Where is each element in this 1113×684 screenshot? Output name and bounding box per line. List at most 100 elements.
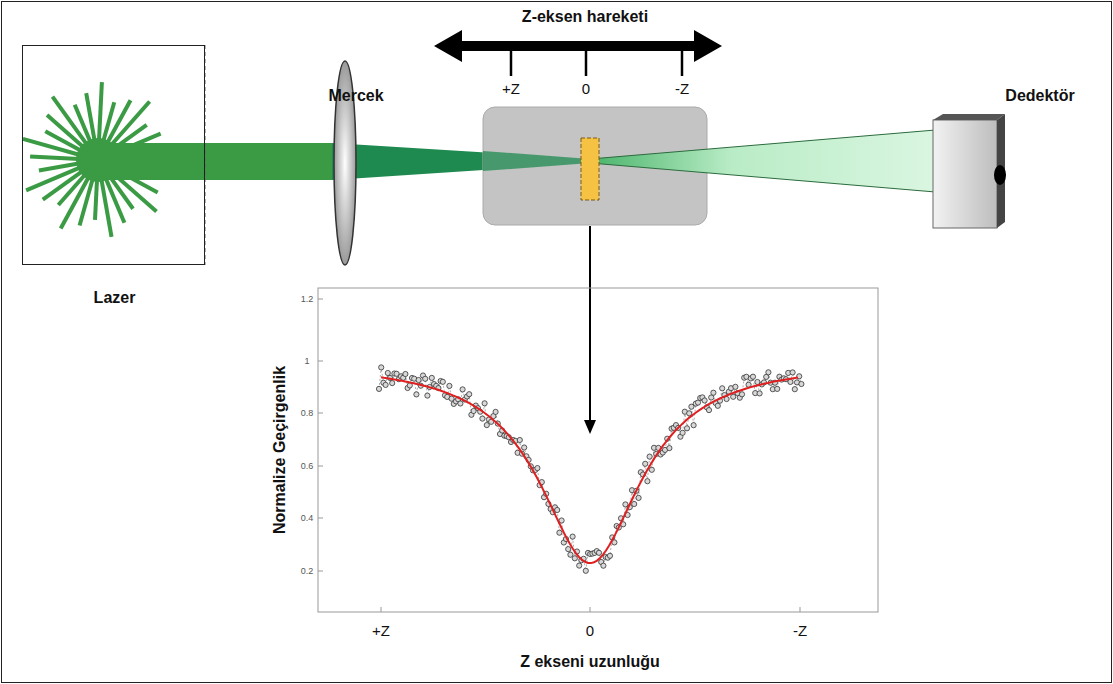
detector bbox=[933, 120, 997, 228]
data-point bbox=[750, 374, 755, 379]
axis-tick-label: +Z bbox=[502, 80, 520, 97]
arrowhead bbox=[694, 30, 722, 62]
data-point bbox=[691, 423, 696, 428]
data-point bbox=[715, 403, 720, 408]
y-tick-label: 1 bbox=[304, 356, 309, 366]
data-point bbox=[739, 392, 744, 397]
x-tick bbox=[800, 607, 801, 612]
data-point bbox=[667, 446, 672, 451]
data-point bbox=[467, 392, 472, 397]
data-point bbox=[711, 390, 716, 395]
detector-sensor bbox=[994, 165, 1006, 185]
data-point bbox=[383, 382, 388, 387]
fit-curve bbox=[381, 377, 798, 563]
axis-ticks bbox=[318, 299, 800, 612]
part-name: Dedektör bbox=[1005, 87, 1074, 105]
data-point bbox=[788, 379, 793, 384]
y-axis-title: Normalize Geçirgenlik bbox=[271, 366, 289, 534]
data-point bbox=[636, 495, 641, 500]
data-point bbox=[460, 387, 465, 392]
data-point bbox=[766, 370, 771, 375]
data-point bbox=[577, 563, 582, 568]
data-point bbox=[702, 398, 707, 403]
y-tick-label: 0.8 bbox=[301, 408, 314, 418]
data-point bbox=[596, 550, 601, 555]
data-point bbox=[566, 547, 571, 552]
data-point bbox=[706, 408, 711, 413]
data-point bbox=[403, 371, 408, 376]
data-point bbox=[799, 381, 804, 386]
y-tick bbox=[318, 299, 323, 300]
data-point bbox=[429, 375, 434, 380]
data-point bbox=[557, 530, 562, 535]
data-point bbox=[733, 384, 738, 389]
data-points bbox=[376, 365, 804, 574]
data-trace bbox=[379, 367, 801, 570]
data-point bbox=[482, 401, 487, 406]
arrowhead bbox=[584, 420, 596, 434]
data-point bbox=[517, 437, 522, 442]
data-point bbox=[680, 430, 685, 435]
data-point bbox=[447, 383, 452, 388]
sample bbox=[581, 138, 599, 200]
data-point bbox=[720, 386, 725, 391]
data-point bbox=[423, 376, 428, 381]
arrowhead bbox=[434, 30, 462, 62]
x-tick-label: +Z bbox=[372, 622, 390, 639]
x-tick-label: -Z bbox=[793, 622, 807, 639]
z-axis-arrow bbox=[458, 41, 698, 51]
burst-ray bbox=[100, 174, 111, 237]
data-point bbox=[632, 501, 637, 506]
data-point bbox=[792, 387, 797, 392]
data-point bbox=[570, 534, 575, 539]
burst-ray bbox=[86, 93, 95, 146]
pointer-line bbox=[589, 226, 591, 422]
burst-ray bbox=[30, 157, 84, 160]
data-point bbox=[709, 395, 714, 400]
y-tick bbox=[318, 466, 323, 467]
converging-beam-in-cell bbox=[483, 151, 590, 171]
y-tick bbox=[318, 413, 323, 414]
axis-tick-label: 0 bbox=[582, 80, 590, 97]
data-point bbox=[390, 381, 395, 386]
data-point bbox=[775, 386, 780, 391]
x-tick-label: 0 bbox=[586, 622, 594, 639]
data-point bbox=[379, 365, 384, 370]
data-point bbox=[607, 553, 612, 558]
burst-ray bbox=[61, 172, 92, 228]
y-tick-label: 0.6 bbox=[301, 461, 314, 471]
data-point bbox=[376, 386, 381, 391]
data-point bbox=[572, 556, 577, 561]
data-point bbox=[416, 377, 421, 382]
y-tick-label: 0.2 bbox=[301, 566, 314, 576]
detector-top bbox=[933, 114, 1005, 120]
y-tick bbox=[318, 571, 323, 572]
axis-tick-label: -Z bbox=[675, 80, 689, 97]
data-point bbox=[425, 393, 430, 398]
y-tick-label: 0.4 bbox=[301, 513, 314, 523]
x-axis-title: Z ekseni uzunluğu bbox=[520, 653, 660, 671]
part-name: Mercek bbox=[328, 87, 383, 105]
data-point bbox=[643, 461, 648, 466]
x-tick bbox=[590, 607, 591, 612]
data-point bbox=[480, 416, 485, 421]
data-point bbox=[385, 370, 390, 375]
data-point bbox=[601, 563, 606, 568]
plot-frame bbox=[318, 288, 878, 612]
data-point bbox=[568, 552, 573, 557]
tick bbox=[585, 48, 588, 76]
y-tick bbox=[318, 361, 323, 362]
tick bbox=[510, 48, 513, 76]
axis-title: Z-eksen hareketi bbox=[522, 8, 648, 26]
laser-beam bbox=[205, 143, 332, 180]
data-point bbox=[458, 401, 463, 406]
data-point bbox=[522, 445, 527, 450]
data-point bbox=[647, 454, 652, 459]
data-point bbox=[790, 370, 795, 375]
data-point bbox=[555, 507, 560, 512]
laser-box: Lazer bbox=[22, 45, 205, 265]
data-point bbox=[649, 467, 654, 472]
laser-burst bbox=[23, 82, 205, 237]
